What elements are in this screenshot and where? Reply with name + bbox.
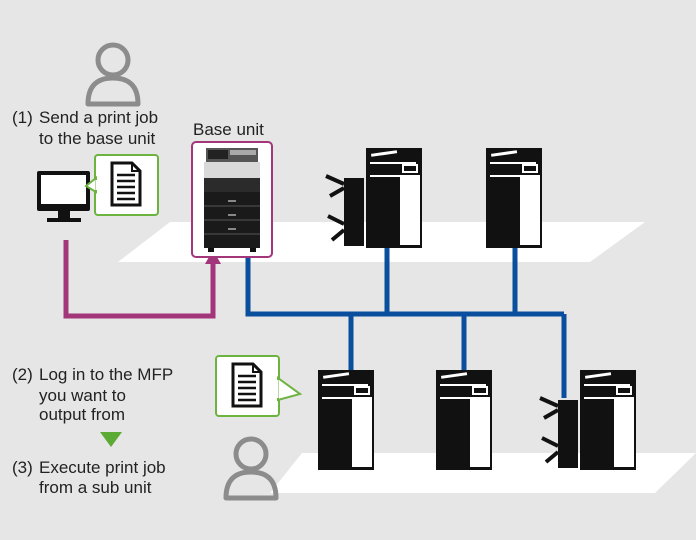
step2-number: (2) xyxy=(12,365,33,384)
step2-line3: output from xyxy=(39,405,125,424)
document-callout xyxy=(84,154,159,216)
document-callout xyxy=(215,355,303,417)
document-icon xyxy=(231,362,263,408)
base-unit-mfp-icon xyxy=(204,148,260,252)
step3-line2: from a sub unit xyxy=(39,478,152,497)
mfp-icon xyxy=(486,148,542,248)
mfp-icon xyxy=(318,370,374,470)
step1-line2: to the base unit xyxy=(39,129,156,148)
computer-icon xyxy=(37,171,90,222)
mfp-icon xyxy=(580,370,636,470)
person-icon xyxy=(88,45,138,104)
step3-number: (3) xyxy=(12,458,33,477)
mfp-icon xyxy=(366,148,422,248)
mfp-icon xyxy=(436,370,492,470)
person-icon xyxy=(226,439,276,498)
step3-line1: Execute print job xyxy=(39,458,166,477)
step2-line1: Log in to the MFP xyxy=(39,365,174,384)
arrow-down-icon xyxy=(100,432,122,447)
step1-line1: Send a print job xyxy=(39,108,159,127)
step1-number: (1) xyxy=(12,108,33,127)
base-unit-label: Base unit xyxy=(193,120,264,139)
step2-line2: you want to xyxy=(39,386,126,405)
network-lines xyxy=(245,248,567,398)
document-icon xyxy=(110,161,142,207)
